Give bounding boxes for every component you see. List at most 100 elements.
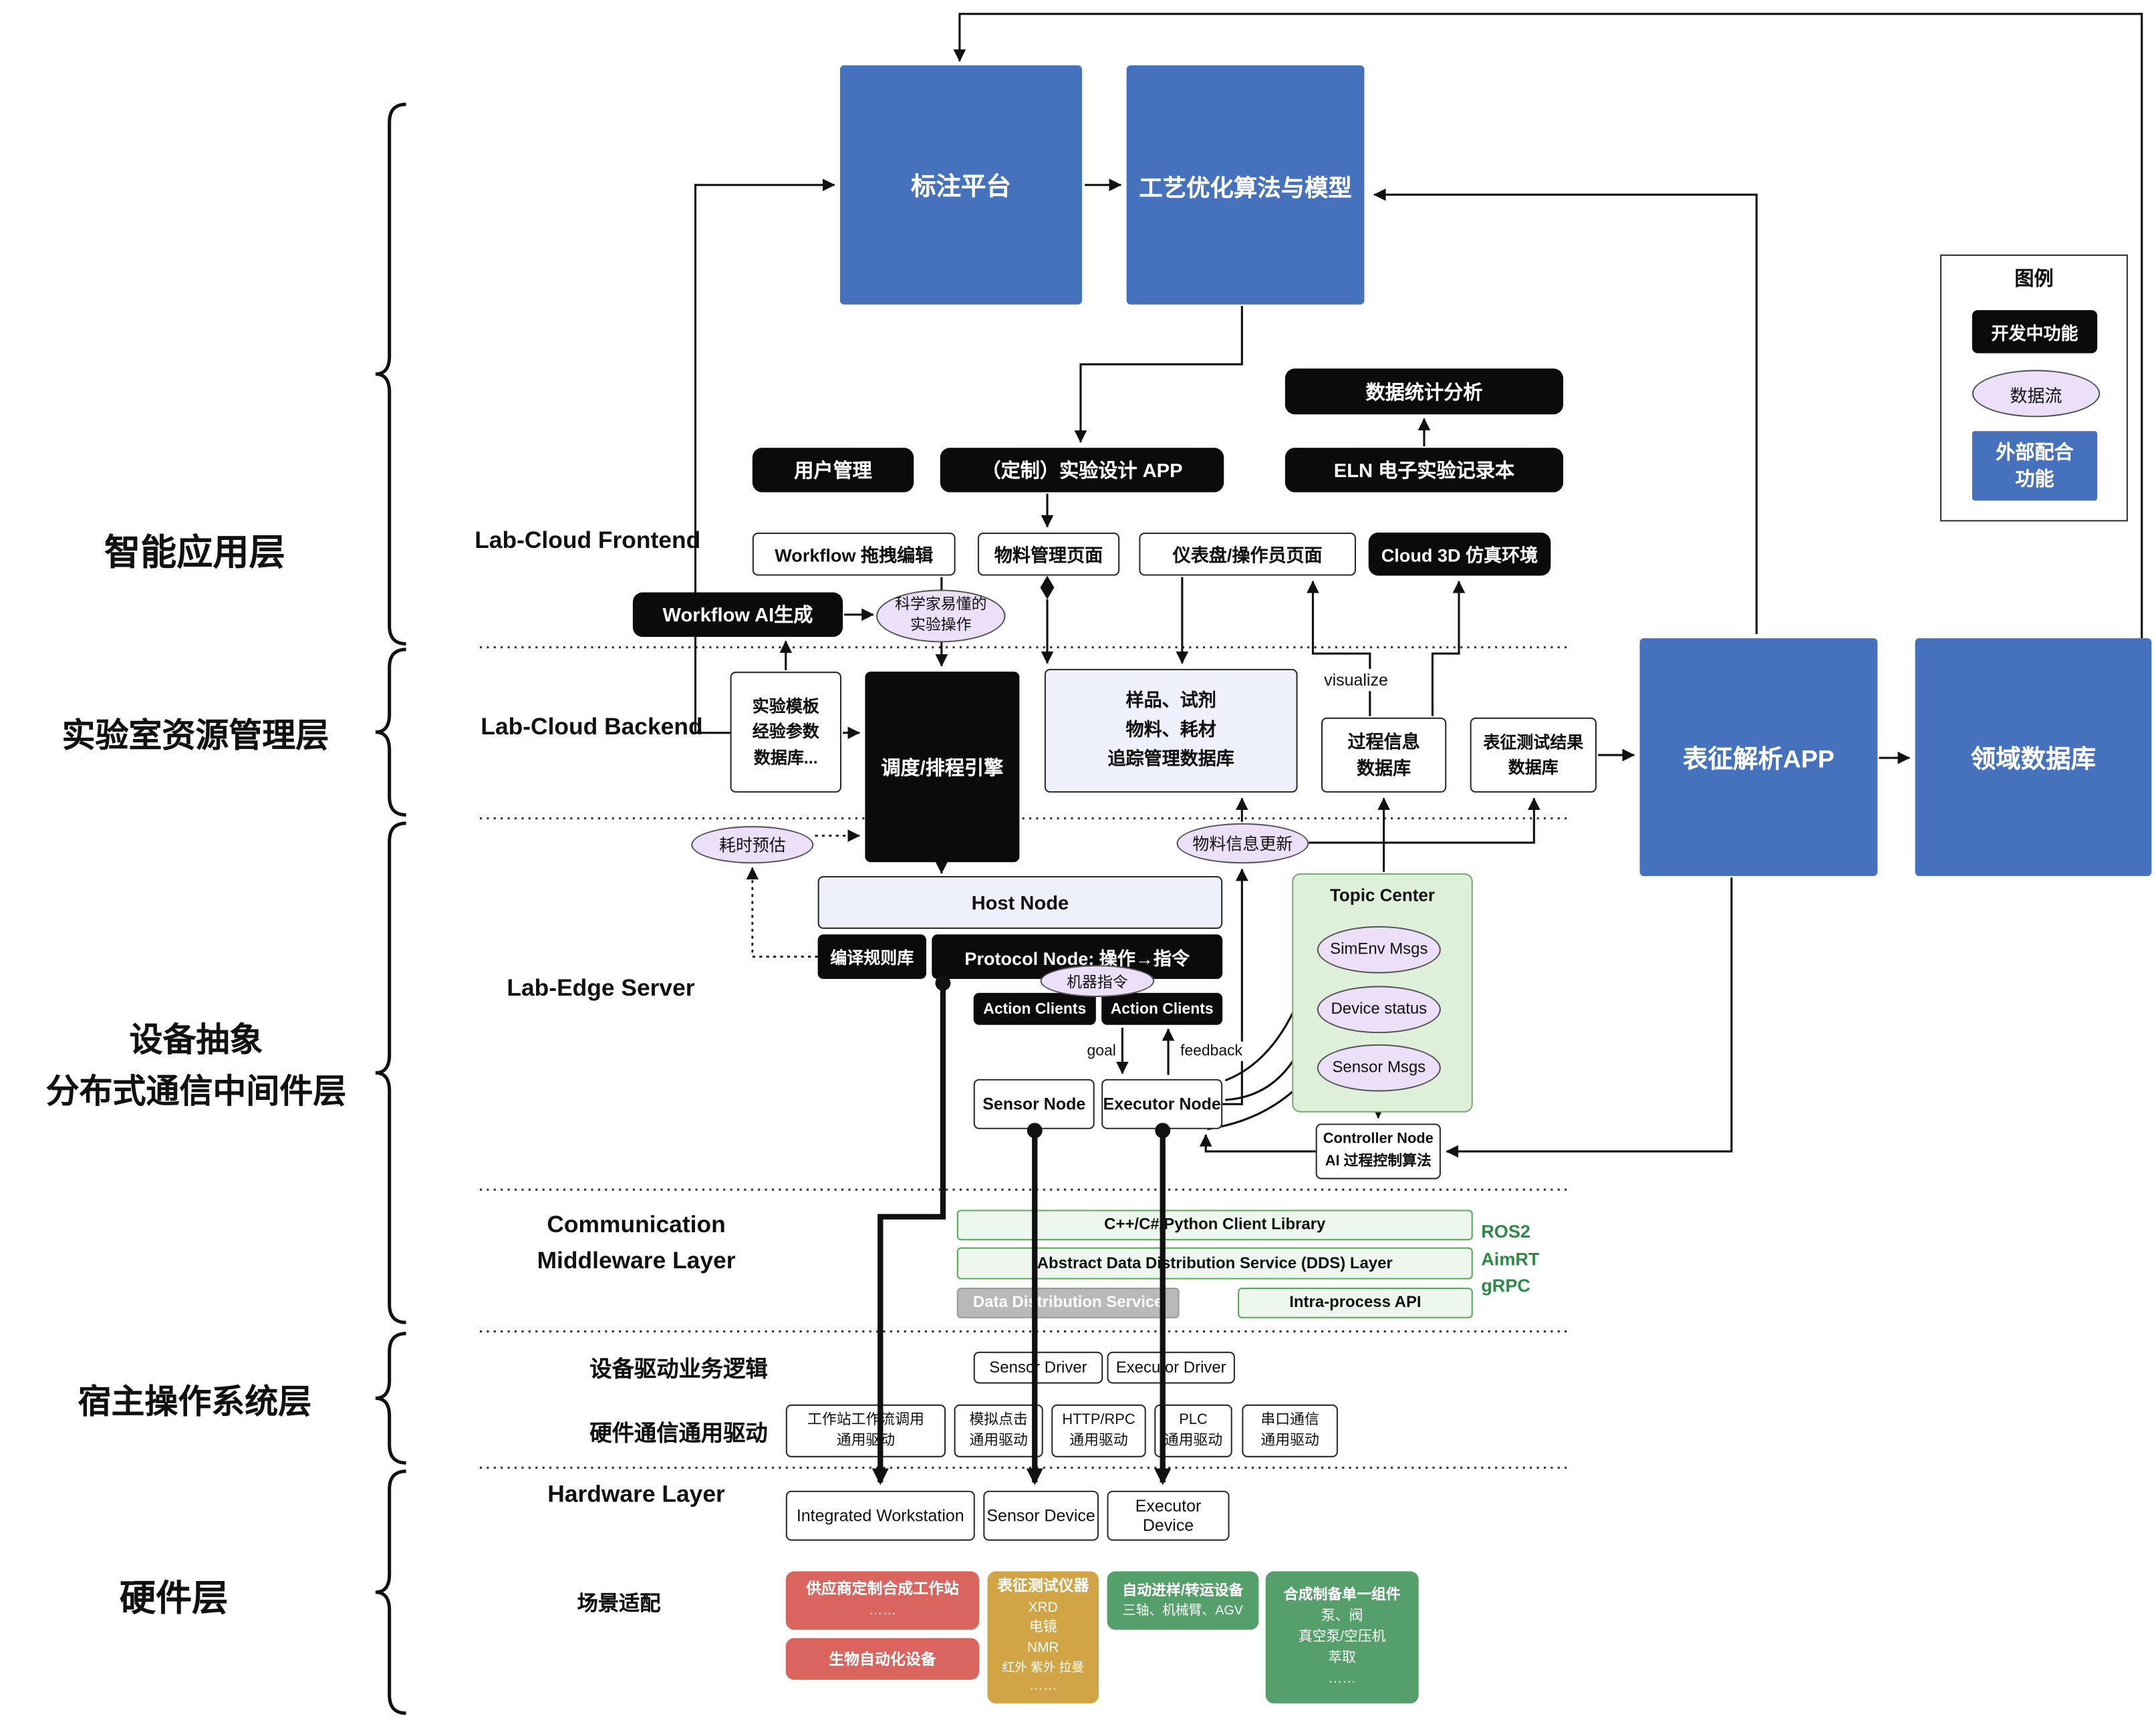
layer-label-lab-resource: 实验室资源管理层 — [61, 716, 329, 754]
material-update-ellipse: 物料信息更新 — [1176, 823, 1309, 864]
transfer-equipment-sub: 三轴、机械臂、AGV — [1122, 1602, 1243, 1618]
characterization-app-box: 表征解析APP — [1639, 638, 1878, 877]
domain-database-box: 领域数据库 — [1915, 638, 2152, 877]
cloud-3d-sim-box: Cloud 3D 仿真环境 — [1368, 533, 1551, 576]
driver-serial-line2: 通用驱动 — [1260, 1432, 1319, 1449]
driver-serial-line1: 串口通信 — [1260, 1411, 1319, 1428]
host-node-box: Host Node — [817, 876, 1223, 929]
section-label-scenario-fit: 场景适配 — [577, 1591, 661, 1616]
char-line-more: …… — [1029, 1679, 1057, 1695]
legend-title: 图例 — [2014, 267, 2054, 289]
aimrt-label: AimRT — [1481, 1248, 1540, 1269]
action-clients-right-box: Action Clients — [1101, 992, 1223, 1025]
sensor-device-box: Sensor Device — [983, 1490, 1099, 1541]
dds-layer-box: Abstract Data Distribution Service (DDS)… — [956, 1247, 1473, 1280]
char-line-nmr: NMR — [1027, 1640, 1059, 1657]
workflow-editor-box: Workflow 拖拽编辑 — [752, 533, 956, 576]
driver-serial-box: 串口通信 通用驱动 — [1242, 1404, 1338, 1457]
synth-line-pump: 泵、阀 — [1321, 1609, 1363, 1625]
section-label-comm-middleware: Communication Middleware Layer — [515, 1207, 758, 1280]
sensor-node-box: Sensor Node — [973, 1079, 1095, 1129]
legend-panel: 图例 开发中功能 数据流 外部配合 功能 — [1939, 254, 2128, 522]
intra-process-api-box: Intra-process API — [1238, 1288, 1473, 1318]
driver-http-rpc-line1: HTTP/RPC — [1062, 1411, 1135, 1428]
driver-plc-box: PLC 通用驱动 — [1154, 1404, 1232, 1457]
topic-center-title: Topic Center — [1329, 885, 1436, 905]
sensor-driver-box: Sensor Driver — [973, 1351, 1103, 1384]
layer-label-device-abstraction-line2: 分布式通信中间件层 — [45, 1073, 347, 1112]
layer-label-device-abstraction: 设备抽象 分布式通信中间件层 — [21, 1015, 371, 1119]
sample-tracking-db-line2: 物料、耗材 — [1125, 719, 1216, 740]
char-result-db-box: 表征测试结果 数据库 — [1470, 717, 1597, 793]
synthesis-components-box: 合成制备单一组件 泵、阀 真空泵/空压机 萃取 …… — [1265, 1571, 1419, 1704]
legend-external-line1: 外部配合 — [1996, 440, 2074, 464]
scheduler-engine-box: 调度/排程引擎 — [865, 672, 1020, 863]
layer-label-device-abstraction-line1: 设备抽象 — [129, 1022, 263, 1060]
controller-node-line2: AI 过程控制算法 — [1325, 1153, 1432, 1170]
driver-sim-click-line2: 通用驱动 — [969, 1432, 1028, 1449]
driver-workstation-box: 工作站工作流调用 通用驱动 — [785, 1404, 946, 1457]
scientist-ops-ellipse: 科学家易懂的 实验操作 — [876, 589, 1006, 643]
transfer-equipment-box: 自动进样/转运设备 三轴、机械臂、AGV — [1107, 1571, 1259, 1630]
experiment-template-db-line2: 经验参数 — [752, 722, 819, 742]
process-optimization-box: 工艺优化算法与模型 — [1126, 65, 1365, 305]
experiment-template-db-box: 实验模板 经验参数 数据库... — [730, 672, 842, 793]
char-line-sem: 电镜 — [1029, 1620, 1057, 1636]
goal-label: goal — [1082, 1041, 1121, 1061]
driver-workstation-line2: 通用驱动 — [836, 1432, 896, 1449]
compile-rules-box: 编译规则库 — [817, 934, 926, 980]
experiment-template-db-line1: 实验模板 — [752, 696, 819, 716]
transfer-equipment-title: 自动进样/转运设备 — [1122, 1582, 1244, 1600]
client-library-box: C++/C#/Python Client Library — [956, 1209, 1473, 1241]
custom-exp-design-app-box: （定制）实验设计 APP — [940, 448, 1224, 492]
section-label-backend: Lab-Cloud Backend — [481, 713, 703, 740]
legend-external-line2: 功能 — [2015, 467, 2054, 490]
process-info-db-line1: 过程信息 — [1347, 730, 1420, 752]
layer-label-intelligent-app: 智能应用层 — [104, 530, 285, 573]
driver-plc-line1: PLC — [1179, 1411, 1208, 1428]
executor-device-box: Executor Device — [1107, 1490, 1230, 1541]
section-label-edge-server: Lab-Edge Server — [507, 974, 695, 1002]
eln-box: ELN 电子实验记录本 — [1285, 448, 1564, 492]
driver-http-rpc-box: HTTP/RPC 通用驱动 — [1051, 1404, 1146, 1457]
sensor-msgs-ellipse: Sensor Msgs — [1317, 1044, 1441, 1092]
executor-driver-box: Executor Driver — [1107, 1351, 1235, 1384]
ros2-label: ROS2 — [1481, 1221, 1530, 1242]
material-page-box: 物料管理页面 — [977, 533, 1120, 576]
driver-plc-line2: 通用驱动 — [1164, 1432, 1223, 1449]
synth-line-more: …… — [1328, 1672, 1356, 1688]
middleware-stack-labels: ROS2 AimRT gRPC — [1481, 1218, 1579, 1300]
device-status-ellipse: Device status — [1317, 986, 1441, 1034]
visualize-label: visualize — [1311, 668, 1401, 692]
legend-dev-feature-chip: 开发中功能 — [1972, 310, 2098, 353]
vendor-workstation-sub: …… — [868, 1602, 897, 1618]
char-result-db-line2: 数据库 — [1508, 758, 1559, 778]
synth-line-vacuum: 真空泵/空压机 — [1298, 1630, 1386, 1646]
synth-line-extract: 萃取 — [1328, 1651, 1356, 1667]
char-result-db-line1: 表征测试结果 — [1483, 732, 1584, 752]
aggregation-diamond — [1040, 575, 1055, 599]
section-label-hw-comm-driver: 硬件通信通用驱动 — [589, 1422, 768, 1447]
driver-http-rpc-line2: 通用驱动 — [1069, 1432, 1128, 1449]
machine-cmd-ellipse: 机器指令 — [1040, 965, 1155, 998]
controller-node-box: Controller Node AI 过程控制算法 — [1315, 1123, 1441, 1179]
sample-tracking-db-line1: 样品、试剂 — [1125, 690, 1216, 712]
scientist-ops-line2: 实验操作 — [910, 617, 972, 634]
sample-tracking-db-line3: 追踪管理数据库 — [1107, 748, 1234, 769]
process-info-db-box: 过程信息 数据库 — [1321, 717, 1447, 793]
char-line-spectro: 红外 紫外 拉曼 — [1002, 1661, 1085, 1675]
dashboard-page-box: 仪表盘/操作员页面 — [1139, 533, 1356, 576]
workflow-ai-box: Workflow AI生成 — [632, 592, 843, 637]
section-label-device-driver-logic: 设备驱动业务逻辑 — [589, 1358, 768, 1383]
dds-service-box: Data Distribution Service — [956, 1288, 1180, 1318]
flow-arrows — [694, 13, 2143, 1158]
feedback-label: feedback — [1175, 1041, 1248, 1061]
dotted-estimate-arrows — [746, 829, 861, 958]
grpc-label: gRPC — [1481, 1275, 1530, 1296]
simenv-msgs-ellipse: SimEnv Msgs — [1317, 925, 1441, 974]
process-info-db-line2: 数据库 — [1356, 758, 1411, 779]
vendor-workstation-title: 供应商定制合成工作站 — [805, 1581, 959, 1598]
characterization-instruments-box: 表征测试仪器 XRD 电镜 NMR 红外 紫外 拉曼 …… — [987, 1571, 1099, 1704]
